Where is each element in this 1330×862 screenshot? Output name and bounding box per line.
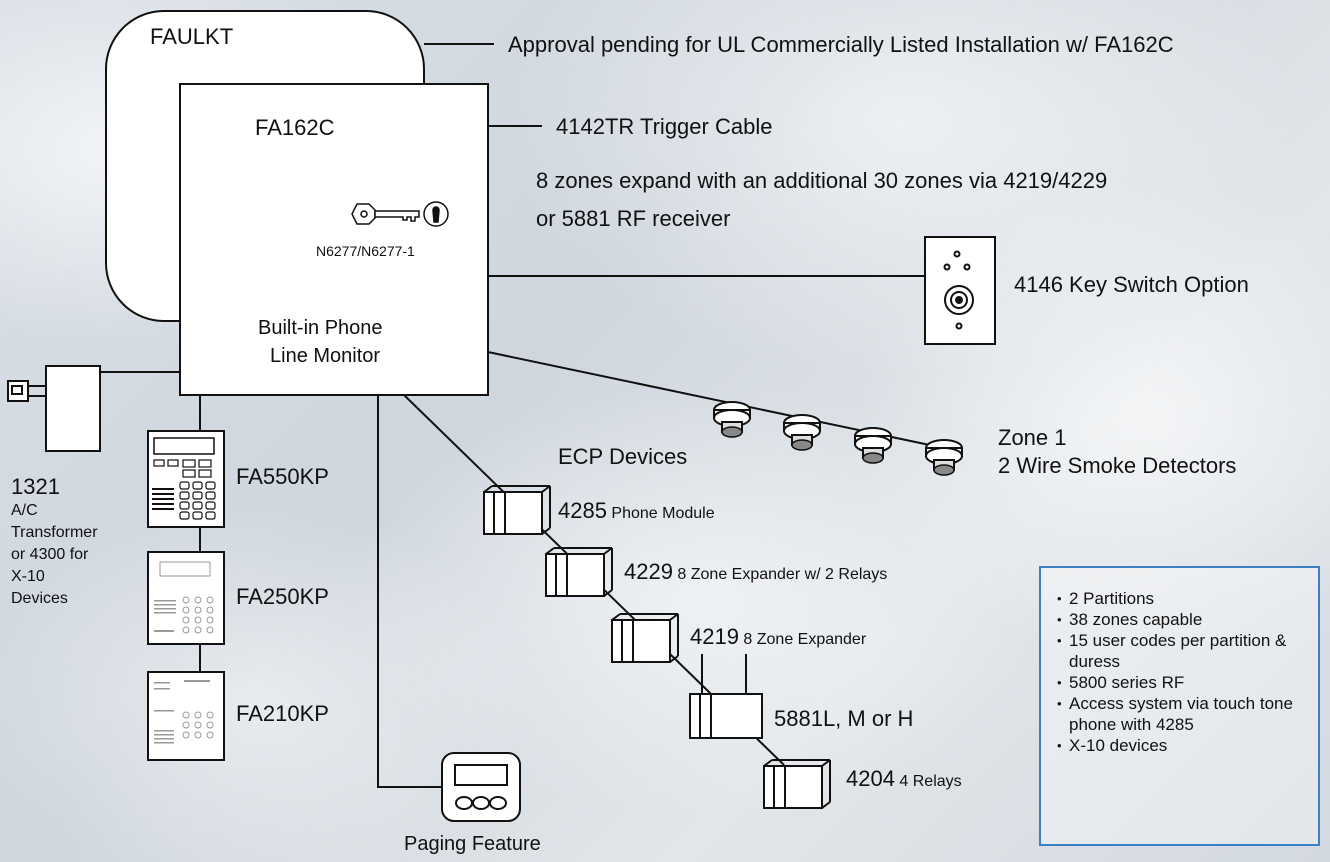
ecp-4285-desc: Phone Module (611, 505, 715, 522)
pager-icon (441, 752, 521, 822)
module-4229-icon (545, 547, 613, 597)
keypad-fa210kp-label: FA210KP (236, 701, 329, 726)
feature-item: Access system via touch tone phone with … (1057, 693, 1318, 735)
feature-item: 5800 series RF (1057, 672, 1318, 693)
zones-expand-line2: or 5881 RF receiver (536, 206, 731, 231)
keypad-fa250kp-icon (147, 551, 225, 645)
transformer-line: Transformer (11, 524, 98, 541)
fa162c-panel (179, 83, 489, 396)
feature-item: 38 zones capable (1057, 609, 1318, 630)
ecp-4219-model: 4219 (690, 624, 739, 649)
ecp-4219-label: 4219 8 Zone Expander (690, 624, 866, 649)
key-model-label: N6277/N6277-1 (316, 243, 415, 259)
ecp-4204-model: 4204 (846, 766, 895, 791)
smoke-detector-icon (854, 427, 892, 464)
ecp-4204-label: 4204 4 Relays (846, 766, 962, 791)
transformer-line: Devices (11, 590, 68, 607)
smoke-detector-icon (783, 414, 821, 451)
ecp-4229-desc: 8 Zone Expander w/ 2 Relays (677, 566, 888, 583)
ecp-devices-title: ECP Devices (558, 444, 688, 469)
key-switch-icon (924, 236, 996, 345)
ecp-4229-label: 4229 8 Zone Expander w/ 2 Relays (624, 559, 887, 584)
fa162c-label: FA162C (255, 115, 335, 140)
keypad-fa550kp-label: FA550KP (236, 464, 329, 489)
monitor-label-line1: Built-in Phone (258, 317, 383, 339)
transformer-line: or 4300 for (11, 546, 89, 563)
faulkt-label: FAULKT (150, 24, 234, 49)
zones-expand-line1: 8 zones expand with an additional 30 zon… (536, 168, 1108, 193)
paging-feature-label: Paging Feature (404, 833, 541, 855)
module-4285-icon (483, 485, 551, 535)
transformer-icon (7, 365, 101, 452)
paging-wire (377, 395, 442, 788)
keypad-fa250kp-label: FA250KP (236, 584, 329, 609)
ecp-4204-desc: 4 Relays (899, 773, 962, 790)
feature-item: X-10 devices (1057, 735, 1318, 756)
feature-item: 2 Partitions (1057, 588, 1318, 609)
zone1-label-line2: 2 Wire Smoke Detectors (998, 453, 1237, 478)
features-list: 2 Partitions 38 zones capable 15 user co… (1041, 568, 1318, 756)
monitor-label-line2: Line Monitor (270, 345, 381, 367)
feature-item: 15 user codes per partition & duress (1057, 630, 1318, 672)
module-4204-icon (763, 759, 831, 809)
smoke-detector-icon (713, 401, 751, 438)
ecp-4229-model: 4229 (624, 559, 673, 584)
transformer-line: X-10 (11, 568, 45, 585)
ecp-4219-desc: 8 Zone Expander (743, 631, 867, 648)
ecp-4285-label: 4285 Phone Module (558, 498, 715, 523)
zone1-label-line1: Zone 1 (998, 425, 1067, 450)
features-box: 2 Partitions 38 zones capable 15 user co… (1039, 566, 1320, 846)
key-switch-callout: 4146 Key Switch Option (1014, 272, 1249, 297)
smoke-detector-icon (925, 439, 963, 476)
ecp-5881-label: 5881L, M or H (774, 706, 914, 731)
module-5881-icon (689, 693, 763, 739)
approval-callout: Approval pending for UL Commercially Lis… (508, 32, 1174, 57)
transformer-line: A/C (11, 502, 38, 519)
ecp-4285-model: 4285 (558, 498, 607, 523)
module-4219-icon (611, 613, 679, 663)
keypad-fa210kp-icon (147, 671, 225, 761)
transformer-model: 1321 (11, 474, 60, 499)
trigger-cable-callout: 4142TR Trigger Cable (556, 114, 773, 139)
keypad-fa550kp-icon (147, 430, 225, 528)
key-icon (351, 201, 449, 227)
